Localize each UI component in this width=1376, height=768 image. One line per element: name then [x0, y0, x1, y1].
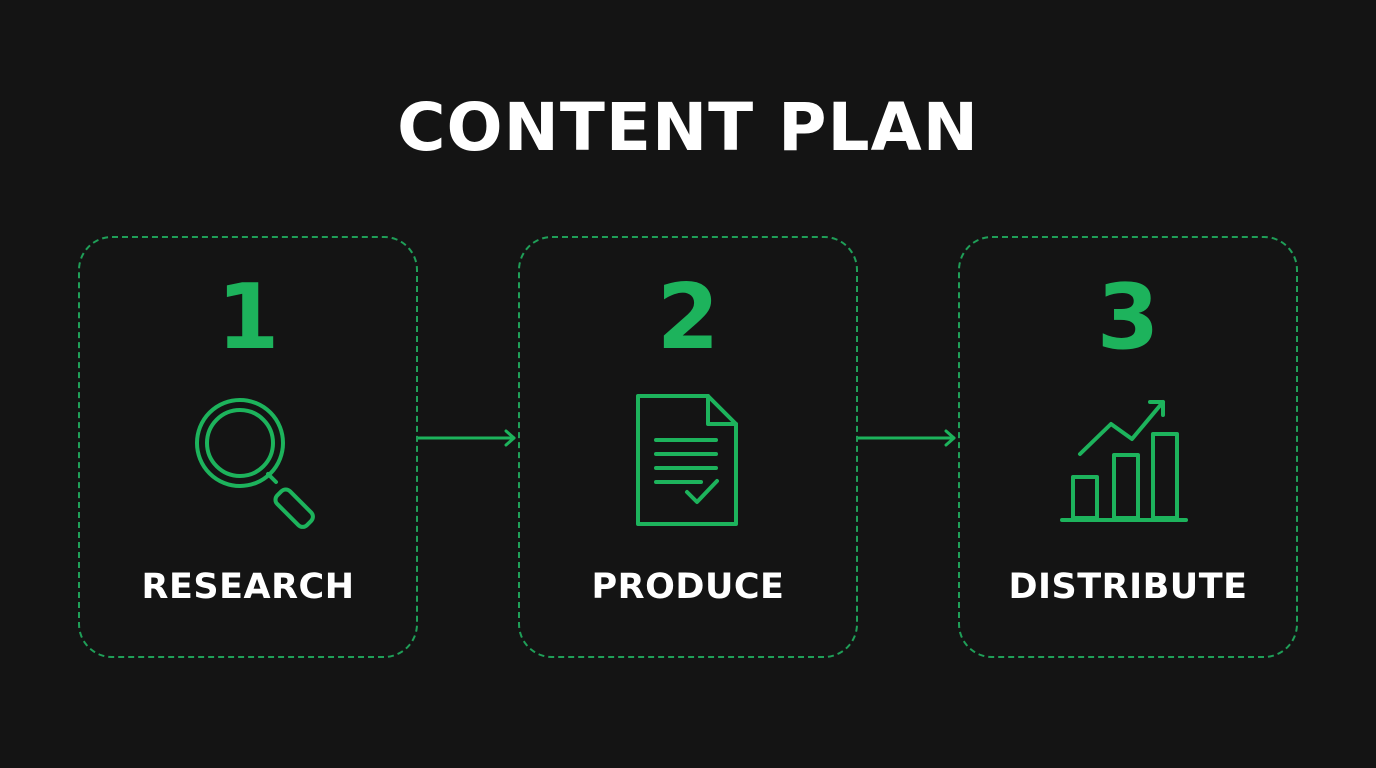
step-label: RESEARCH: [141, 567, 355, 607]
step-label: DISTRIBUTE: [1008, 567, 1248, 607]
step-number: 3: [1096, 265, 1160, 370]
magnifying-glass-icon: [80, 388, 416, 538]
step-number: 2: [656, 265, 720, 370]
arrow-right-icon: [416, 426, 518, 450]
page-title: CONTENT PLAN: [397, 89, 979, 166]
step-card-distribute: 3 DISTRIBUTE: [958, 236, 1298, 658]
step-label: PRODUCE: [591, 567, 785, 607]
step-card-research: 1 RESEARCH: [78, 236, 418, 658]
arrow-right-icon: [856, 426, 958, 450]
growth-chart-icon: [960, 388, 1296, 538]
step-number: 1: [216, 265, 280, 370]
step-card-produce: 2 PRODUCE: [518, 236, 858, 658]
document-check-icon: [520, 388, 856, 538]
